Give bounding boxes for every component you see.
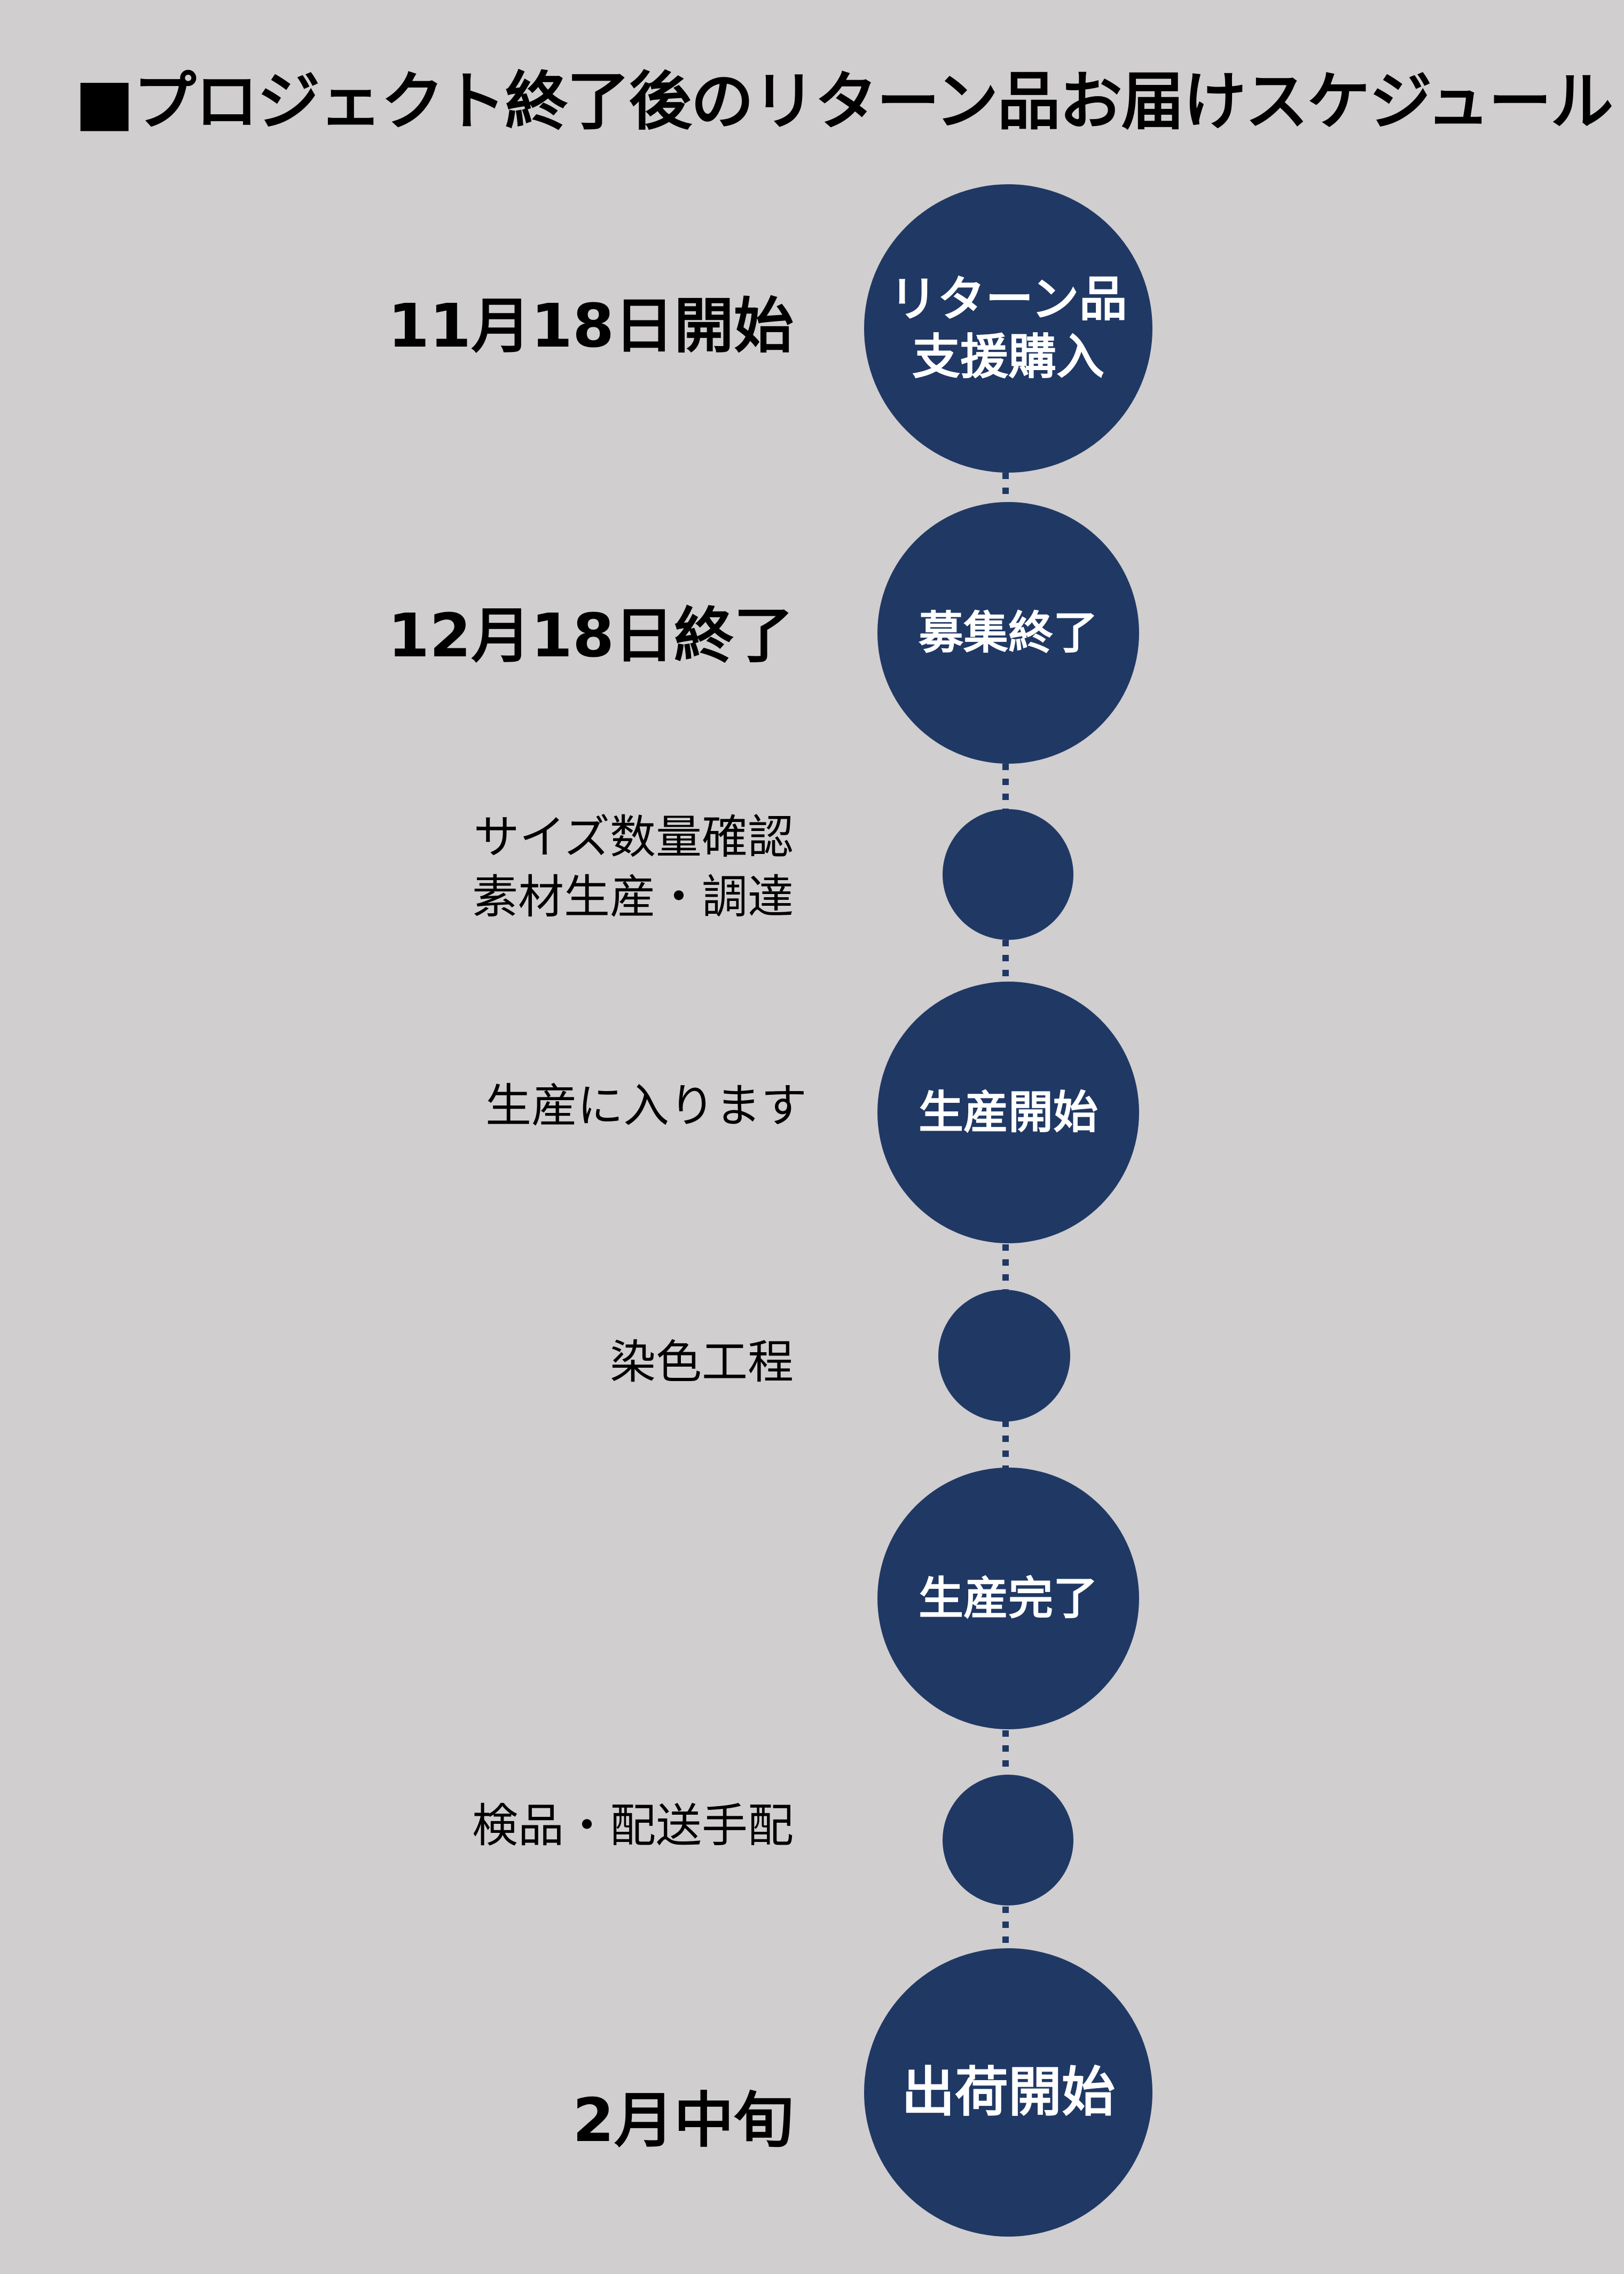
timeline-connector bbox=[1002, 1244, 1009, 1290]
timeline-date-start: 11月18日開始 bbox=[388, 292, 794, 361]
timeline-connector bbox=[1002, 940, 1009, 983]
timeline-connector bbox=[1002, 1730, 1009, 1776]
timeline-node-production-start: 生産開始 bbox=[877, 982, 1139, 1243]
node-label: 募集終了 bbox=[918, 606, 1098, 659]
timeline-step-label: サイズ数量確認 素材生産・調達 bbox=[472, 807, 794, 927]
timeline-node-small bbox=[938, 1290, 1070, 1422]
timeline-date-end: 12月18日終了 bbox=[388, 601, 794, 671]
step-label-line: 素材生産・調達 bbox=[472, 871, 794, 924]
timeline-node-small bbox=[943, 1775, 1073, 1906]
timeline-node-production-complete: 生産完了 bbox=[877, 1468, 1139, 1729]
node-label: 支援購入 bbox=[912, 329, 1104, 385]
page-title: ■プロジェクト終了後のリターン品お届けスケジュール bbox=[75, 65, 1613, 138]
timeline-node-recruitment-end: 募集終了 bbox=[877, 502, 1139, 764]
timeline-step-label: 生産に入ります bbox=[485, 1079, 807, 1133]
timeline-node-shipping-start: 出荷開始 bbox=[864, 1948, 1152, 2237]
timeline-connector bbox=[1002, 1907, 1009, 1949]
node-label: 生産開始 bbox=[918, 1086, 1098, 1139]
node-label: 生産完了 bbox=[918, 1572, 1098, 1625]
node-label: リターン品 bbox=[889, 271, 1127, 327]
timeline-date-shipping: 2月中旬 bbox=[572, 2086, 794, 2155]
step-label-line: サイズ数量確認 bbox=[473, 811, 794, 864]
timeline-step-label: 検品・配送手配 bbox=[472, 1799, 794, 1853]
timeline-node-support-purchase: リターン品 支援購入 bbox=[864, 184, 1152, 473]
node-label: 出荷開始 bbox=[901, 2061, 1115, 2123]
timeline-step-label: 染色工程 bbox=[610, 1336, 794, 1389]
timeline-connector bbox=[1002, 764, 1009, 811]
timeline-connector bbox=[1002, 1421, 1009, 1469]
timeline-connector bbox=[1002, 473, 1009, 505]
timeline-node-small bbox=[943, 809, 1073, 940]
